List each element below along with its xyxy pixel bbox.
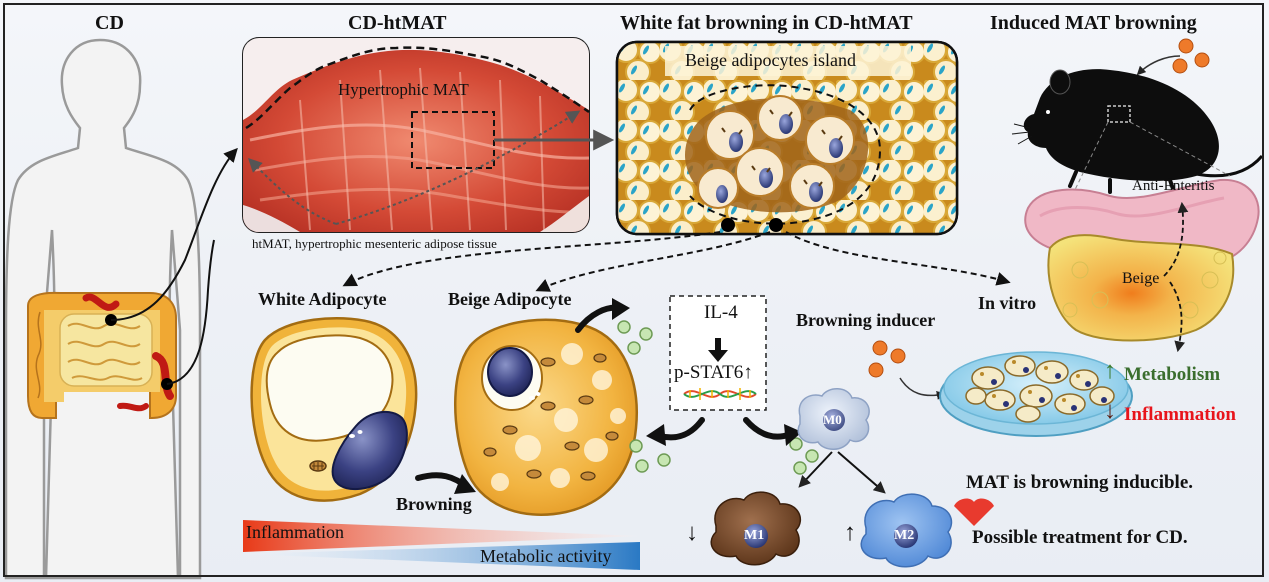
beige-island-panel — [615, 40, 959, 236]
m1-down-arrow: ↓ — [686, 520, 698, 546]
htmat-photo — [242, 37, 590, 233]
petri-dish — [939, 351, 1133, 437]
inflammation-label: Inflammation — [1124, 404, 1236, 425]
to-m2-arrow — [837, 451, 886, 494]
heading-white-fat-browning: White fat browning in CD-htMAT — [620, 12, 913, 34]
m2-label: M2 — [894, 528, 915, 543]
intestine-icon — [27, 291, 177, 419]
photo-caption: htMAT, hypertrophic mesenteric adipose t… — [252, 236, 497, 251]
m2-macrophage — [860, 493, 953, 568]
m1-macrophage — [710, 491, 801, 566]
anti-enteritis-label: Anti-Enteritis — [1132, 178, 1215, 194]
m2-up-arrow: ↑ — [844, 520, 856, 546]
mouse-icon — [1011, 69, 1264, 194]
heading-induced-mat-browning: Induced MAT browning — [990, 12, 1197, 34]
connector-line — [166, 239, 215, 385]
beige-adipocyte-label: Beige Adipocyte — [448, 289, 572, 309]
gradient-inflammation-label: Inflammation — [246, 522, 344, 542]
feedback-arrow — [657, 417, 705, 441]
macrophage-arrow — [743, 417, 793, 440]
gradient-metabolic-label: Metabolic activity — [480, 546, 612, 566]
gradient-wedges — [243, 520, 640, 570]
beige-mat-label: Beige — [1122, 270, 1160, 287]
inflammation-down-arrow: ↓ — [1104, 398, 1116, 424]
heading-cd: CD — [95, 12, 124, 34]
white-adipocyte-label: White Adipocyte — [258, 289, 387, 309]
il4-label: IL-4 — [704, 302, 738, 323]
metabolism-up-arrow: ↑ — [1104, 358, 1116, 384]
to-white-arrow — [342, 231, 721, 287]
dna-icon — [683, 388, 757, 400]
to-m1-arrow — [798, 451, 833, 488]
pstat6-up-arrow: ↑ — [743, 362, 753, 383]
m1-label: M1 — [744, 528, 765, 543]
heart-icon — [954, 498, 994, 526]
beige-island-label: Beige adipocytes island — [685, 50, 856, 70]
connector-arrow — [110, 147, 238, 321]
treatment-text: Possible treatment for CD. — [972, 527, 1188, 548]
metabolism-label: Metabolism — [1124, 364, 1221, 385]
hypertrophic-mat-label: Hypertrophic MAT — [338, 80, 469, 99]
to-invitro-arrow — [785, 231, 1011, 286]
injection-arrow — [1136, 55, 1181, 76]
heading-cd-htmat: CD-htMAT — [348, 12, 447, 34]
to-beige-arrow — [535, 231, 771, 292]
pstat6-label: p-STAT6↑ — [674, 362, 753, 383]
browning-inducer-label: Browning inducer — [796, 310, 936, 330]
m0-label: M0 — [823, 412, 842, 427]
white-adipocyte-cell — [250, 317, 418, 502]
beige-adipocyte-cell — [454, 318, 638, 516]
browning-label: Browning — [396, 494, 472, 514]
mouse-zoom-lines — [1069, 121, 1231, 201]
in-vitro-label: In vitro — [978, 293, 1037, 313]
conclusion-text: MAT is browning inducible. — [966, 472, 1194, 493]
inducer-dots — [868, 38, 1210, 378]
mouse-mat-tissue — [1024, 178, 1260, 353]
m0-macrophage — [797, 388, 870, 450]
inducer-arrow — [899, 377, 946, 400]
